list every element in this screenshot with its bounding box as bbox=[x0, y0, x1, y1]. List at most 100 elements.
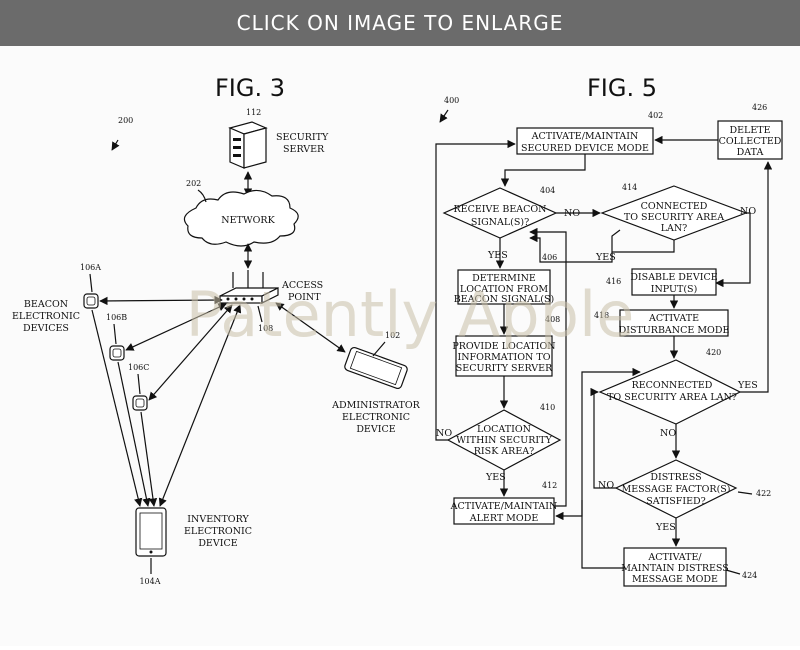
edge-to-412 bbox=[555, 500, 583, 521]
step-406-text-3: BEACON SIGNAL(S) bbox=[454, 294, 554, 305]
step-426-box bbox=[717, 120, 783, 160]
beacon-106b-ref: 106B bbox=[106, 313, 127, 322]
step-416-box bbox=[631, 268, 717, 296]
administrator-phone-icon bbox=[344, 346, 408, 390]
edge-420-yes bbox=[740, 161, 773, 393]
edge-422-yes-label: YES bbox=[655, 522, 676, 533]
inventory-label-1: INVENTORY bbox=[187, 514, 249, 525]
edge-412-404 bbox=[529, 227, 567, 507]
decision-422-text-2: MESSAGE FACTOR(S) bbox=[621, 484, 730, 495]
edge-424-loop bbox=[581, 367, 641, 569]
network-label: NETWORK bbox=[221, 215, 275, 226]
edge-410-no bbox=[435, 139, 516, 441]
step-424-box bbox=[623, 547, 727, 587]
step-408-box bbox=[455, 335, 553, 377]
beacon-106b-icon bbox=[109, 345, 125, 361]
decision-420-text-2: TO SECURITY AREA LAN? bbox=[607, 392, 737, 403]
step-424-text-2: MAINTAIN DISTRESS bbox=[621, 563, 729, 574]
step-426-text-1: DELETE bbox=[729, 125, 770, 136]
edge-410-yes-label: YES bbox=[485, 472, 506, 483]
admin-label-2: ELECTRONIC bbox=[342, 412, 410, 423]
inventory-ref: 104A bbox=[139, 577, 160, 586]
step-402-ref: 402 bbox=[648, 111, 663, 120]
inventory-label-3: DEVICE bbox=[198, 538, 237, 549]
step-406-text-1: DETERMINE bbox=[472, 273, 536, 284]
admin-label-1: ADMINISTRATOR bbox=[331, 400, 420, 411]
watermark-text: Patently Apple bbox=[186, 278, 635, 351]
step-418-text-2: DISTURBANCE MODE bbox=[619, 325, 730, 336]
decision-422-ref: 422 bbox=[756, 489, 771, 498]
step-418-ref: 418 bbox=[594, 311, 609, 320]
decision-404-text-1: RECEIVE BEACON bbox=[453, 204, 546, 215]
beacon-106a-ref: 106A bbox=[80, 263, 101, 272]
ap-beacon-a-link bbox=[99, 295, 223, 306]
beacon-label-2: ELECTRONIC bbox=[12, 311, 80, 322]
admin-ref: 102 bbox=[385, 331, 400, 340]
step-424-ref-leader bbox=[725, 569, 741, 575]
inventory-label-2: ELECTRONIC bbox=[184, 526, 252, 537]
edge-422-no-label: NO bbox=[598, 480, 614, 491]
step-412-ref: 412 bbox=[542, 481, 557, 490]
step-406-ref: 406 bbox=[542, 253, 557, 262]
step-426-ref: 426 bbox=[752, 103, 767, 112]
inventory-tablet-icon bbox=[135, 507, 167, 557]
step-402-text-2: SECURED DEVICE MODE bbox=[521, 143, 649, 154]
decision-422-ref-leader bbox=[737, 491, 753, 495]
step-426-text-2: COLLECTED bbox=[719, 136, 782, 147]
access-point-icon bbox=[219, 270, 279, 304]
beacon-a-inventory-link bbox=[91, 309, 143, 507]
step-408-text-3: SECURITY SERVER bbox=[456, 363, 553, 374]
decision-414-ref: 414 bbox=[622, 183, 637, 192]
edge-414-yes-return bbox=[529, 233, 613, 263]
step-412-text-1: ACTIVATE/MAINTAIN bbox=[450, 501, 558, 512]
step-426-text-3: DATA bbox=[737, 147, 764, 158]
patent-figure[interactable]: FIG. 3 200 112 SECURITY SERVER NETWORK 2… bbox=[0, 46, 800, 646]
step-416-text-2: INPUT(S) bbox=[651, 284, 698, 295]
step-412-box bbox=[453, 497, 555, 525]
edge-420-no-label: NO bbox=[660, 428, 676, 439]
step-424-ref: 424 bbox=[742, 571, 757, 580]
edge-414-no-label: NO bbox=[740, 206, 756, 217]
beacon-106b-leader bbox=[113, 323, 117, 345]
ap-label-2: POINT bbox=[288, 292, 321, 303]
enlarge-banner[interactable]: CLICK ON IMAGE TO ENLARGE bbox=[0, 0, 800, 46]
step-402-box bbox=[516, 127, 654, 155]
admin-ref-leader bbox=[372, 341, 386, 357]
beacon-b-inventory-link bbox=[117, 361, 151, 507]
step-408-text-1: PROVIDE LOCATION bbox=[452, 341, 555, 352]
server-label-2: SERVER bbox=[283, 144, 325, 155]
beacon-106c-ref: 106C bbox=[128, 363, 149, 372]
edge-422-no bbox=[590, 387, 616, 489]
ap-inventory-link bbox=[158, 304, 242, 507]
step-402-text-1: ACTIVATE/MAINTAIN bbox=[531, 131, 639, 142]
fig3-system-pointer bbox=[111, 139, 120, 151]
decision-414-text-1: CONNECTED bbox=[641, 201, 708, 212]
beacon-106c-leader bbox=[137, 373, 141, 395]
decision-414-text-2: TO SECURITY AREA bbox=[624, 212, 724, 223]
network-cloud-icon bbox=[183, 189, 299, 247]
decision-414-text-3: LAN? bbox=[661, 223, 688, 234]
edge-414-yes-label: YES bbox=[595, 252, 616, 263]
step-408-text-2: INFORMATION TO bbox=[457, 352, 550, 363]
ap-admin-link bbox=[275, 302, 346, 353]
fig3-system-ref: 200 bbox=[118, 116, 133, 125]
step-416-ref: 416 bbox=[606, 277, 621, 286]
step-416-text-1: DISABLE DEVICE bbox=[630, 272, 717, 283]
beacon-label-1: BEACON bbox=[24, 299, 68, 310]
decision-410-text-3: RISK AREA? bbox=[474, 446, 534, 457]
step-418-text-1: ACTIVATE bbox=[648, 313, 699, 324]
beacon-106a-icon bbox=[83, 293, 99, 309]
beacon-106a-leader bbox=[89, 273, 93, 293]
server-label-1: SECURITY bbox=[276, 132, 329, 143]
ap-ref: 108 bbox=[258, 324, 273, 333]
step-406-box bbox=[457, 269, 551, 305]
decision-410-text-2: WITHIN SECURITY bbox=[456, 435, 552, 446]
step-408-ref: 408 bbox=[545, 315, 560, 324]
step-412-text-2: ALERT MODE bbox=[469, 513, 539, 524]
server-ref: 112 bbox=[246, 108, 261, 117]
decision-410-text-1: LOCATION bbox=[477, 424, 531, 435]
ap-label-1: ACCESS bbox=[281, 280, 323, 291]
fig5-title: FIG. 5 bbox=[587, 74, 657, 102]
step-424-text-1: ACTIVATE/ bbox=[647, 552, 702, 563]
network-ref-leader bbox=[197, 189, 207, 203]
